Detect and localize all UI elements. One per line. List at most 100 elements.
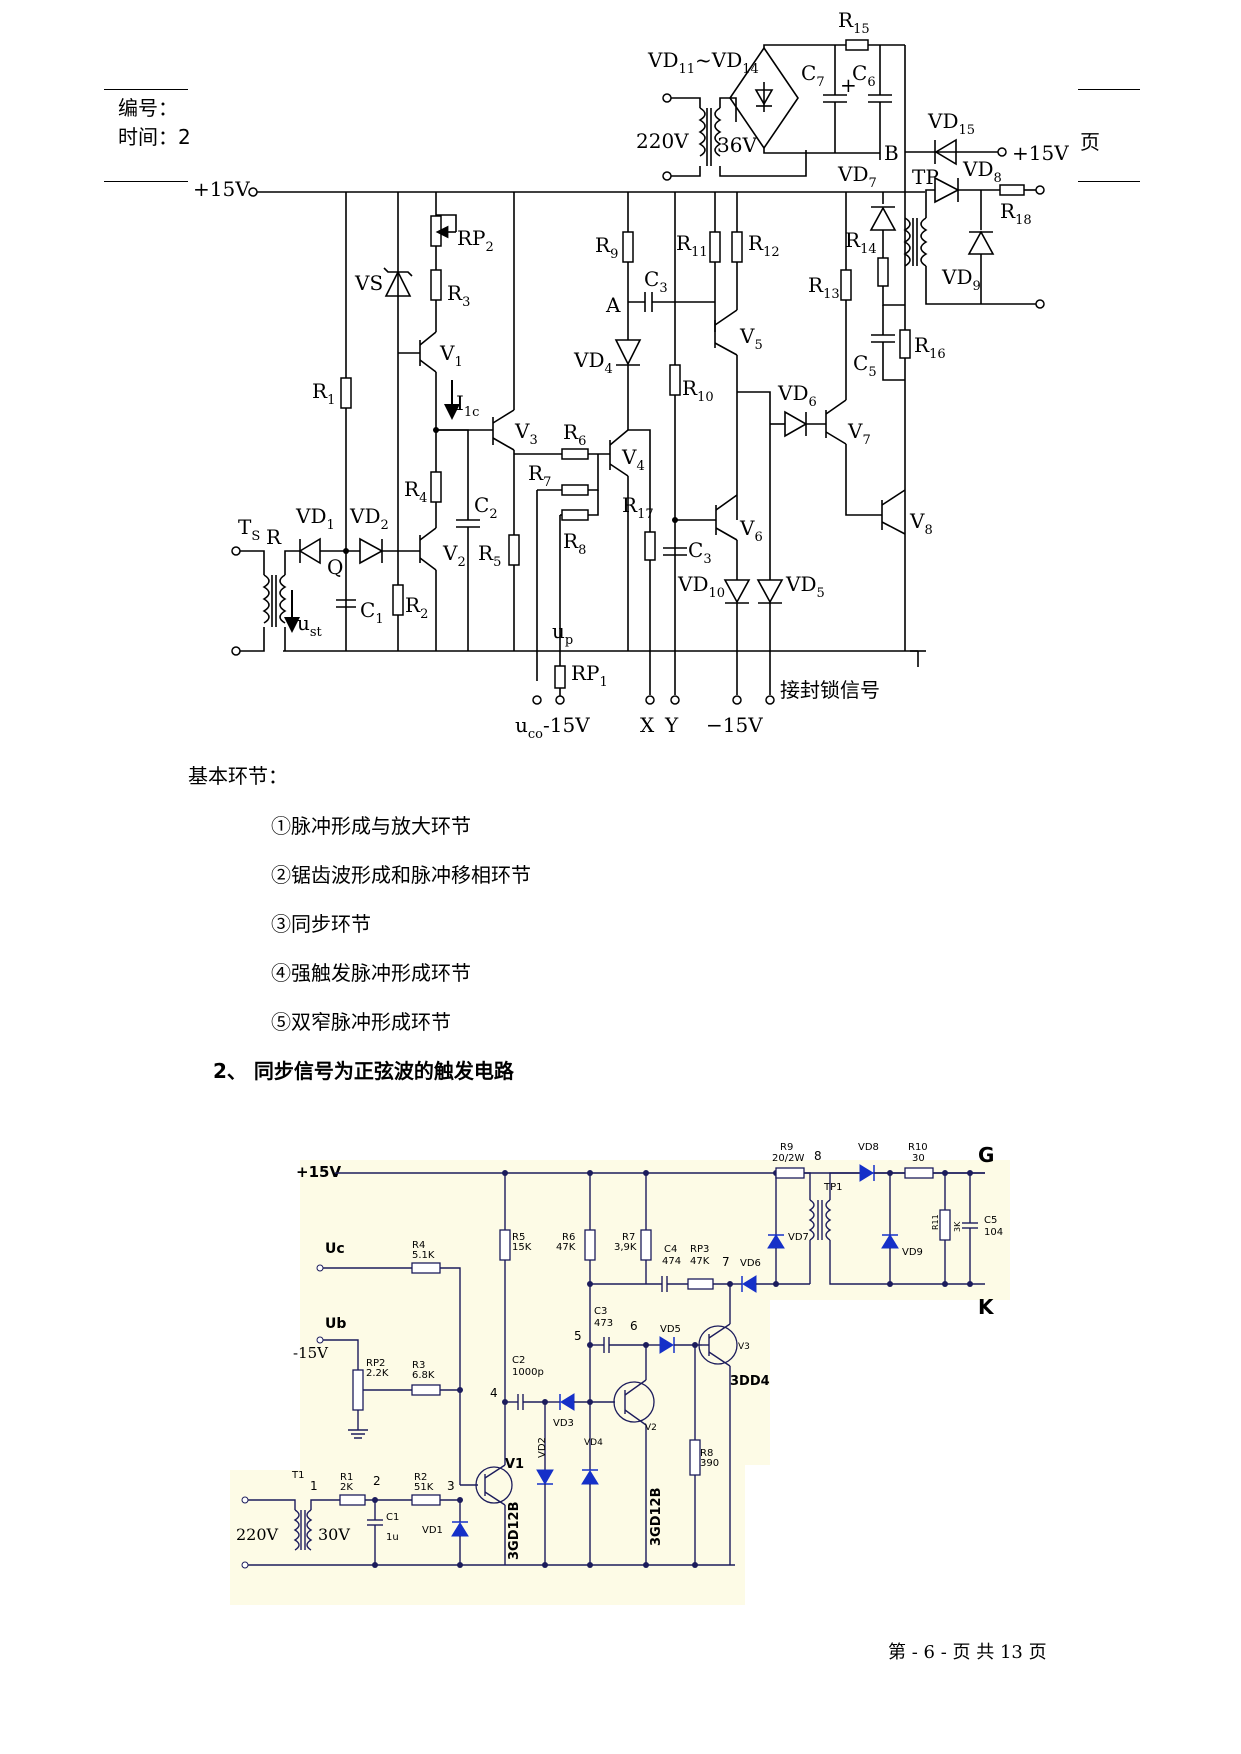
r9-label: R9: [780, 1142, 793, 1153]
header-page-suffix: 页: [1080, 130, 1100, 154]
r6-label: R6: [562, 1232, 575, 1243]
r14-label: R14: [845, 228, 877, 257]
tp1-label: TP1: [823, 1182, 843, 1193]
r9-label: R9: [595, 233, 618, 262]
r6-value: 47K: [556, 1242, 576, 1253]
trigger-circuit-diagram-2: +15V Uc R4 5.1K Ub -15V RP2 2.2K R3 6.8K…: [230, 1142, 1010, 1605]
r1-label: R1: [340, 1472, 353, 1483]
node-1-label: 1: [310, 1479, 318, 1493]
c5-value: 104: [984, 1227, 1003, 1238]
header-rule-bottom-right: [1078, 181, 1140, 182]
r3-value: 6.8K: [412, 1370, 435, 1381]
r4-label: R4: [412, 1240, 425, 1251]
vd3-label: VD3: [553, 1418, 574, 1429]
vd6-label: VD6: [777, 381, 817, 410]
rp3-label: RP3: [690, 1244, 709, 1255]
t1-label: T1: [291, 1470, 304, 1481]
uc-label: Uc: [325, 1241, 345, 1257]
neg15-label: −15V: [706, 713, 763, 737]
v3-label: V3: [738, 1342, 750, 1352]
ub-label: Ub: [325, 1316, 346, 1332]
r13-label: R13: [808, 273, 840, 302]
header-rule-top-right: [1078, 89, 1140, 90]
rp2-value: 2.2K: [366, 1368, 389, 1379]
rp3-value: 47K: [690, 1256, 710, 1267]
neg15-d2-label: -15V: [293, 1344, 329, 1362]
r11-value: 3K: [953, 1221, 962, 1232]
ts-label: TS: [238, 515, 260, 544]
d2-vcc-label: +15V: [296, 1163, 341, 1181]
x-terminal-label: X: [640, 713, 655, 737]
r5-value: 15K: [512, 1242, 532, 1253]
r11-label: R11: [676, 231, 708, 260]
mains-label: 220V: [236, 1525, 279, 1544]
r7-value: 3,9K: [614, 1242, 637, 1253]
c7-label: C7: [801, 61, 825, 90]
r6-label: R6: [563, 420, 586, 449]
r3-label: R3: [412, 1360, 425, 1371]
v7-label: V7: [847, 419, 871, 448]
node-7-label: 7: [722, 1255, 730, 1269]
gate-terminal-label: G: [978, 1143, 994, 1167]
node-4-label: 4: [490, 1386, 498, 1400]
c3-label: C3: [594, 1306, 607, 1317]
r10-label: R10: [682, 376, 714, 405]
c4-value: 474: [662, 1256, 681, 1267]
r11-label: R11: [931, 1214, 940, 1230]
list-item: ③同步环节: [271, 912, 371, 936]
mains-220v-label: 220V: [636, 129, 689, 153]
r15-label: R15: [838, 8, 870, 37]
vd2-label: VD2: [537, 1437, 548, 1458]
c1-label: C1: [386, 1512, 399, 1523]
v3-type-label: 3DD4: [730, 1374, 770, 1389]
r1-label: R1: [312, 379, 335, 408]
header-time-label: 时间：2: [118, 125, 191, 149]
list-item: ④强触发脉冲形成环节: [271, 961, 471, 985]
rp2-label: RP2: [366, 1358, 385, 1369]
v4-label: V4: [621, 445, 645, 474]
c1-label: C1: [360, 598, 384, 627]
v3-label: V3: [514, 419, 538, 448]
r5-label: R5: [512, 1232, 525, 1243]
vd4-label: VD4: [584, 1438, 603, 1448]
header-rule-top-left: [104, 89, 188, 90]
node-q-label: Q: [327, 555, 343, 579]
v1-label: V1: [505, 1457, 524, 1472]
trigger-circuit-diagram-1: +15V VD11~VD14 220V 36V R15 C7 + C6 B VD…: [193, 8, 1069, 742]
c5-label: C5: [853, 351, 877, 380]
c3-value: 473: [594, 1318, 613, 1329]
v1-type-label: 3GD12B: [507, 1501, 522, 1560]
rp1-label: RP1: [571, 661, 608, 690]
vd10-label: VD10: [677, 572, 725, 601]
v2-label: V2: [645, 1423, 657, 1433]
node-5-label: 5: [574, 1329, 582, 1343]
c2-label: C2: [474, 493, 498, 522]
r1-value: 2K: [340, 1482, 353, 1493]
c2-value: 1000p: [512, 1367, 544, 1378]
vd9-label: VD9: [941, 265, 981, 294]
v2-label: V2: [442, 541, 466, 570]
r3-label: R3: [447, 281, 470, 310]
lock-signal-label: 接封锁信号: [780, 678, 880, 702]
vs-label: VS: [354, 271, 383, 295]
node-2-label: 2: [373, 1474, 381, 1488]
r7-label: R7: [528, 461, 551, 490]
r2-label: R2: [405, 593, 428, 622]
cathode-terminal-label: K: [978, 1295, 995, 1319]
secondary-36v-label: 36V: [717, 133, 757, 157]
vd1-label: VD1: [422, 1525, 443, 1536]
r4-label: R4: [404, 477, 427, 506]
v1-label: V1: [439, 341, 463, 370]
bridge-label: VD11~VD14: [647, 48, 759, 77]
vd15-label: VD15: [927, 109, 975, 138]
c2-label: C2: [512, 1355, 525, 1366]
header-rule-bottom-left: [104, 181, 188, 182]
r2-value: 51K: [414, 1482, 434, 1493]
vcc-out-label: +15V: [1012, 141, 1069, 165]
up-label: up: [552, 619, 573, 648]
node-3-label: 3: [447, 1479, 455, 1493]
c6-label: C6: [852, 61, 876, 90]
node-a-label: A: [605, 293, 621, 317]
intro-text: 基本环节：: [188, 764, 288, 788]
vd2-label: VD2: [349, 504, 389, 533]
